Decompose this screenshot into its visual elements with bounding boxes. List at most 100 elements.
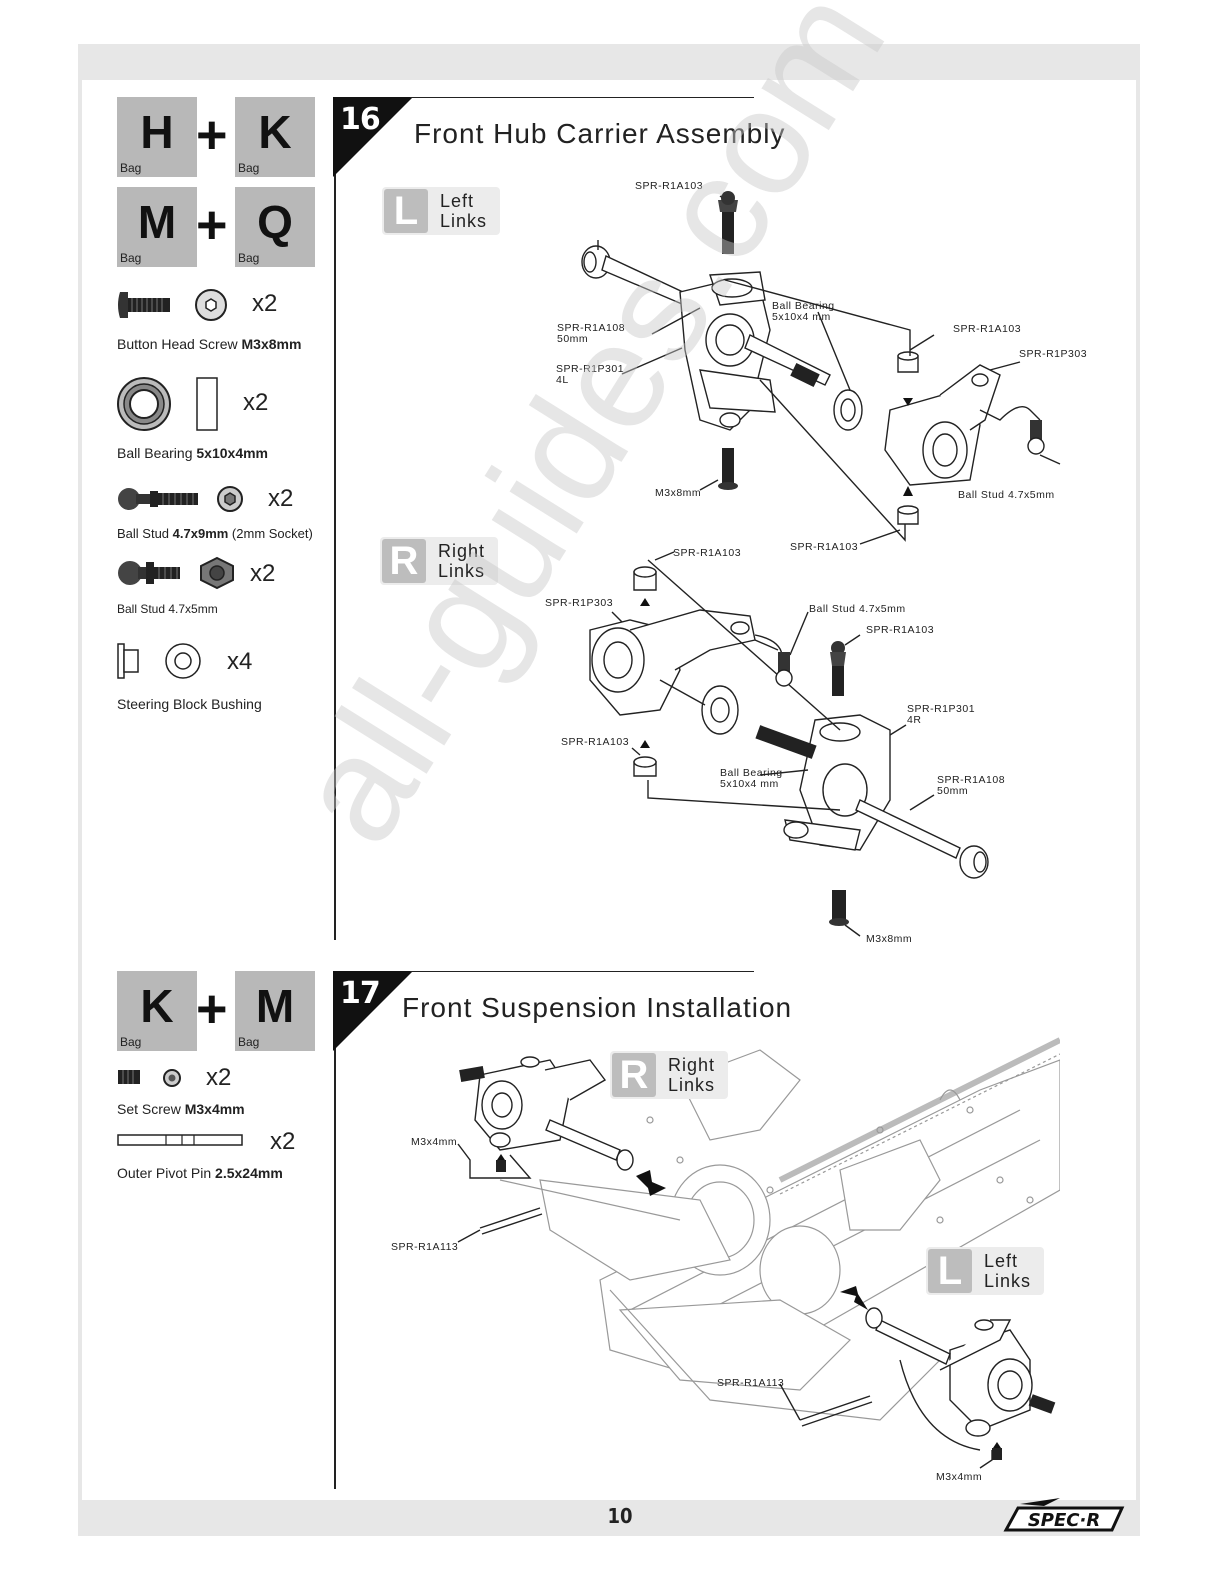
plus-sign: + [196, 105, 228, 165]
callout-label: M3x4mm [936, 1471, 983, 1483]
callout-label: SPR-R1A108 50mm [937, 774, 1006, 797]
step-number: 17 [340, 976, 381, 1011]
title-rule [410, 971, 754, 972]
callout-label: M3x4mm [411, 1136, 458, 1148]
side-letter: R [612, 1053, 656, 1097]
callout-label: SPR-R1A103 [635, 180, 704, 192]
left-links-badge: L Left Links [926, 1247, 1044, 1295]
bag-letter: H [140, 106, 174, 158]
plus-sign: + [196, 979, 228, 1039]
side-letter: R [382, 539, 426, 583]
button-head-screw-icon [118, 292, 170, 318]
quantity: x2 [270, 1128, 296, 1155]
callout-label: SPR-R1A103 [673, 547, 742, 559]
divider-step17 [334, 1044, 336, 1489]
quantity: x2 [243, 389, 269, 416]
side-line1: Right [668, 1055, 716, 1075]
part-name: Ball Stud 4.7x5mm [117, 602, 218, 616]
bag-letter: K [258, 106, 292, 158]
ball-stud-short-icon [118, 561, 180, 585]
bag-k: K Bag [235, 97, 315, 177]
quantity: x4 [227, 648, 253, 675]
side-line2: Links [438, 561, 486, 581]
bushing-icon [117, 643, 139, 679]
part-name: Outer Pivot Pin 2.5x24mm [117, 1165, 283, 1181]
bag-k: K Bag [117, 971, 197, 1051]
part-name: Button Head Screw M3x8mm [117, 336, 302, 352]
bottom-band [78, 1500, 1140, 1536]
side-line1: Left [440, 191, 475, 211]
right-links-badge: R Right Links [610, 1051, 728, 1099]
bag-label: Bag [238, 251, 260, 265]
quantity: x2 [206, 1064, 232, 1091]
callout-label: Ball Stud 4.7x5mm [958, 489, 1055, 501]
step-number: 16 [340, 102, 381, 137]
top-band [78, 44, 1140, 80]
side-line2: Links [668, 1075, 716, 1095]
callout-label: Ball Bearing 5x10x4 mm [720, 767, 783, 790]
side-letter: L [384, 189, 428, 233]
callout-label: SPR-R1P303 [545, 597, 614, 609]
plus-sign: + [196, 195, 228, 255]
spec-r-logo: SPEC·R [1003, 1498, 1125, 1532]
screw-head-icon [195, 289, 227, 321]
bag-letter: M [255, 980, 295, 1032]
svg-text:SPEC·R: SPEC·R [1028, 1510, 1100, 1531]
callout-label: Ball Stud 4.7x5mm [809, 603, 906, 615]
left-links-badge: L Left Links [382, 187, 500, 235]
left-border [78, 80, 82, 1500]
callout-label: M3x8mm [655, 487, 702, 499]
part-name: Steering Block Bushing [117, 696, 262, 712]
callout-label: Ball Bearing 5x10x4 mm [772, 300, 835, 323]
callout-label: SPR-R1A103 [866, 624, 935, 636]
side-line1: Left [984, 1251, 1019, 1271]
set-screw-end-icon [163, 1069, 181, 1087]
hex-nut-icon [200, 556, 234, 590]
callout-label: SPR-R1P301 4R [907, 703, 976, 726]
divider-step16 [334, 170, 336, 940]
step-flag [333, 971, 413, 1051]
bag-h: H Bag [117, 97, 197, 177]
quantity: x2 [250, 560, 276, 587]
step-title: Front Hub Carrier Assembly [414, 118, 786, 149]
quantity: x2 [252, 290, 278, 317]
ball-stud-long-icon [118, 488, 198, 510]
front-suspension-diagram [457, 1037, 1060, 1469]
right-links-badge: R Right Links [380, 537, 498, 585]
callout-label: SPR-R1P303 [1019, 348, 1088, 360]
callout-label: SPR-R1A103 [953, 323, 1022, 335]
bag-letter: M [137, 196, 177, 248]
bag-label: Bag [120, 251, 142, 265]
bag-letter: K [140, 980, 174, 1032]
title-rule [410, 97, 754, 98]
right-border [1136, 80, 1140, 1500]
bag-m: M Bag [235, 971, 315, 1051]
callout-label: SPR-R1A108 50mm [557, 322, 626, 345]
callout-label: SPR-R1P301 4L [556, 363, 625, 386]
side-line1: Right [438, 541, 486, 561]
callout-label: M3x8mm [866, 933, 913, 945]
ball-bearing-icon [117, 377, 171, 431]
part-name: Set Screw M3x4mm [117, 1101, 245, 1117]
right-hub-carrier-diagram [589, 551, 989, 937]
step-flag [333, 97, 413, 177]
left-hub-carrier-diagram [581, 191, 1061, 545]
bag-letter: Q [257, 196, 293, 248]
callout-label: SPR-R1A113 [391, 1241, 459, 1253]
step-title: Front Suspension Installation [402, 992, 793, 1023]
bag-label: Bag [238, 1035, 260, 1049]
set-screw-icon [118, 1070, 140, 1084]
bag-q: Q Bag [235, 187, 315, 267]
pivot-pin-icon [117, 1134, 243, 1146]
bag-m: M Bag [117, 187, 197, 267]
side-letter: L [928, 1249, 972, 1293]
part-name: Ball Bearing 5x10x4mm [117, 445, 269, 461]
page-number: 10 [607, 1504, 633, 1528]
side-line2: Links [440, 211, 488, 231]
quantity: x2 [268, 485, 294, 512]
callout-label: SPR-R1A103 [561, 736, 630, 748]
callout-label: SPR-R1A113 [717, 1377, 785, 1389]
bag-label: Bag [120, 161, 142, 175]
side-line2: Links [984, 1271, 1032, 1291]
bushing-front-icon [165, 643, 201, 679]
